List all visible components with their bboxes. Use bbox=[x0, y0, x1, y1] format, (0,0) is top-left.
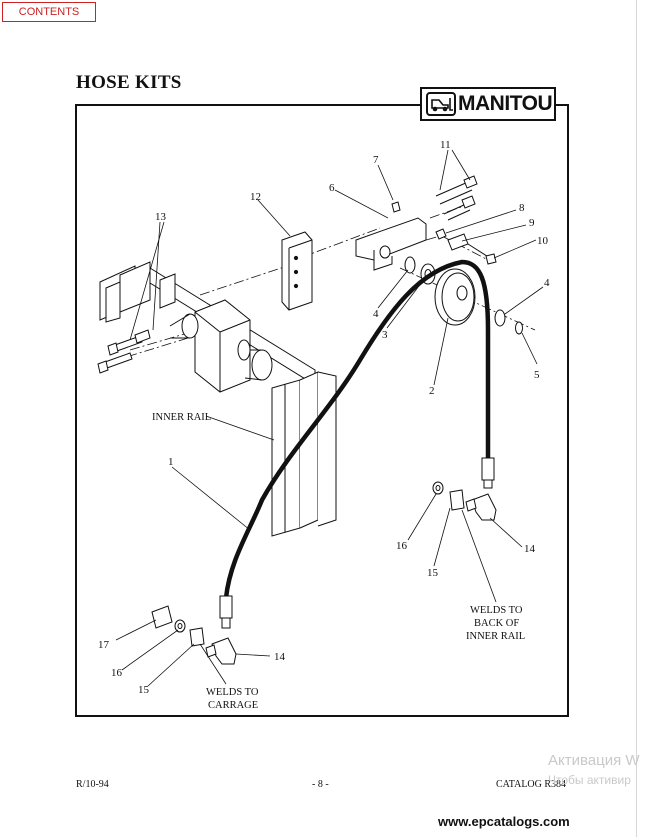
sheave-2 bbox=[434, 268, 476, 326]
bracket-6 bbox=[355, 217, 427, 271]
part-number-12: 12 bbox=[250, 191, 261, 203]
hose bbox=[223, 259, 491, 599]
part-number-3: 3 bbox=[382, 329, 388, 341]
page-title: HOSE KITS bbox=[76, 72, 182, 93]
contents-button[interactable]: CONTENTS bbox=[2, 2, 96, 22]
part-number-11: 11 bbox=[440, 139, 451, 151]
part-number-15: 15 bbox=[427, 567, 439, 579]
activation-watermark-sub: Чтобы активир bbox=[548, 773, 631, 787]
part-number-14b: 14 bbox=[274, 651, 286, 663]
part-number-7: 7 bbox=[373, 154, 379, 166]
manitou-logo: MANITOU bbox=[420, 87, 556, 121]
logo-brand-text: MANITOU bbox=[458, 92, 553, 115]
label-back-of: BACK OF bbox=[474, 618, 519, 629]
part-number-5: 5 bbox=[534, 369, 540, 381]
leader-lines bbox=[115, 149, 544, 687]
diagram-frame bbox=[75, 104, 569, 717]
page-edge-line bbox=[636, 0, 637, 837]
fasteners-top bbox=[391, 175, 497, 265]
label-inner-rail: INNER RAIL bbox=[152, 412, 211, 423]
site-url[interactable]: www.epcatalogs.com bbox=[438, 814, 570, 829]
forklift-icon bbox=[426, 92, 456, 116]
lower-fittings bbox=[151, 481, 497, 665]
bolts-13 bbox=[97, 329, 151, 374]
part-number-10: 10 bbox=[537, 235, 549, 247]
part-number-17: 17 bbox=[98, 639, 110, 651]
footer-page-number: - 8 - bbox=[312, 779, 329, 790]
part-number-1: 1 bbox=[168, 456, 174, 468]
hose-fittings bbox=[219, 457, 495, 629]
part-number-16: 16 bbox=[396, 540, 408, 552]
footer-date: R/10-94 bbox=[76, 779, 109, 790]
part-number-15b: 15 bbox=[138, 684, 150, 696]
footer-catalog: CATALOG R384 bbox=[496, 779, 567, 790]
bracket-12 bbox=[281, 231, 313, 311]
label-welds-to-1: WELDS TO bbox=[470, 605, 523, 616]
part-number-4b: 4 bbox=[544, 277, 550, 289]
part-number-6: 6 bbox=[329, 182, 335, 194]
part-number-9: 9 bbox=[529, 217, 535, 229]
part-number-13: 13 bbox=[155, 211, 167, 223]
label-welds-to-2: WELDS TO bbox=[206, 687, 259, 698]
part-number-4: 4 bbox=[373, 308, 379, 320]
part-number-2: 2 bbox=[429, 385, 435, 397]
activation-watermark-title: Активация W bbox=[548, 752, 640, 769]
label-inner-rail-2: INNER RAIL bbox=[466, 631, 525, 642]
part-number-16b: 16 bbox=[111, 667, 123, 679]
inner-rail bbox=[271, 371, 337, 537]
bearing-block bbox=[169, 299, 273, 393]
part-number-8: 8 bbox=[519, 202, 525, 214]
part-number-14: 14 bbox=[524, 543, 536, 555]
label-carrage: CARRAGE bbox=[208, 700, 258, 711]
